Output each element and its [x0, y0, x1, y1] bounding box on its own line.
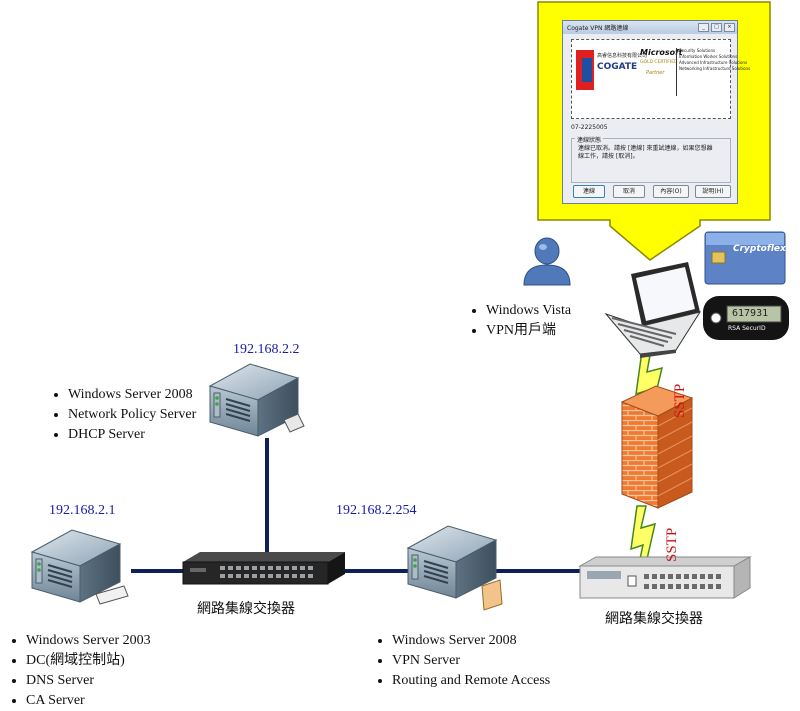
laptop-icon — [604, 262, 702, 358]
status-label: 連線狀態 — [575, 135, 604, 144]
status-message: 連線已取消。請按 [連線] 來重試連線，如果您想離線工作，請按 [取消]。 — [578, 145, 713, 160]
properties-button[interactable]: 內容(O) — [653, 185, 689, 198]
cancel-button[interactable]: 取消 — [613, 185, 645, 198]
client-role: VPN用戶端 — [486, 321, 571, 341]
server-vpn-bullets: Windows Server 2008 VPN Server Routing a… — [366, 631, 550, 691]
server-top-ip: 192.168.2.2 — [233, 342, 300, 357]
server-vpn-ip: 192.168.2.254 — [336, 503, 417, 518]
partner-word: Partner — [646, 70, 665, 76]
server-vpn-icon — [406, 525, 503, 611]
switch-right-icon — [578, 556, 752, 599]
company-name: COGATE — [597, 62, 638, 72]
dialog-title: Cogate VPN 網路連線 — [567, 25, 629, 32]
competency-list: Security Solutions Information Worker So… — [679, 48, 751, 71]
client-os: Windows Vista — [486, 301, 571, 321]
dialog-banner: 高睿信息科技有限公司 COGATE Microsoft GOLD CERTIFI… — [571, 39, 750, 119]
status-group: 連線狀態 連線已取消。請按 [連線] 來重試連線，如果您想離線工作，請按 [取消… — [571, 135, 731, 183]
sstp-label-lower: SSTP — [664, 527, 680, 562]
connect-button[interactable]: 連線 — [573, 185, 605, 198]
sstp-label-upper: SSTP — [672, 383, 688, 418]
dialog-phone: 07-2225005 — [571, 124, 608, 131]
switch-center-icon — [182, 552, 345, 585]
server-top-icon — [208, 363, 305, 437]
rsa-token-icon — [703, 296, 789, 340]
dialog-title-bar: Cogate VPN 網路連線 _ □ × — [563, 21, 737, 34]
server-left-ip: 192.168.2.1 — [49, 503, 116, 518]
vpn-connect-dialog: Cogate VPN 網路連線 _ □ × 高睿信息科技有限公司 COGATE … — [562, 20, 750, 204]
server-top-bullets: Windows Server 2008 Network Policy Serve… — [42, 385, 196, 445]
server-left-bullets: Windows Server 2003 DC(網域控制站) DNS Server… — [0, 631, 151, 711]
token-display: 617931 — [732, 308, 769, 319]
minimize-button[interactable]: _ — [698, 23, 709, 32]
client-bullets: Windows Vista VPN用戶端 — [460, 301, 571, 341]
close-button[interactable]: × — [724, 23, 735, 32]
firewall-icon — [620, 385, 694, 509]
partner-brand: Microsoft — [640, 48, 683, 57]
company-cn: 高睿信息科技有限公司 — [597, 53, 648, 59]
server-left-icon — [30, 529, 129, 605]
user-icon — [523, 237, 571, 286]
help-button[interactable]: 說明(H) — [695, 185, 731, 198]
card-brand-label: Cryptoflex — [733, 244, 786, 254]
switch-center-label: 網路集線交換器 — [197, 601, 295, 617]
maximize-button[interactable]: □ — [711, 23, 722, 32]
partner-level: GOLD CERTIFIED — [640, 60, 678, 65]
smart-card-icon — [704, 231, 786, 285]
token-brand-label: RSA SecurID — [728, 325, 766, 332]
switch-right-label: 網路集線交換器 — [605, 611, 703, 627]
